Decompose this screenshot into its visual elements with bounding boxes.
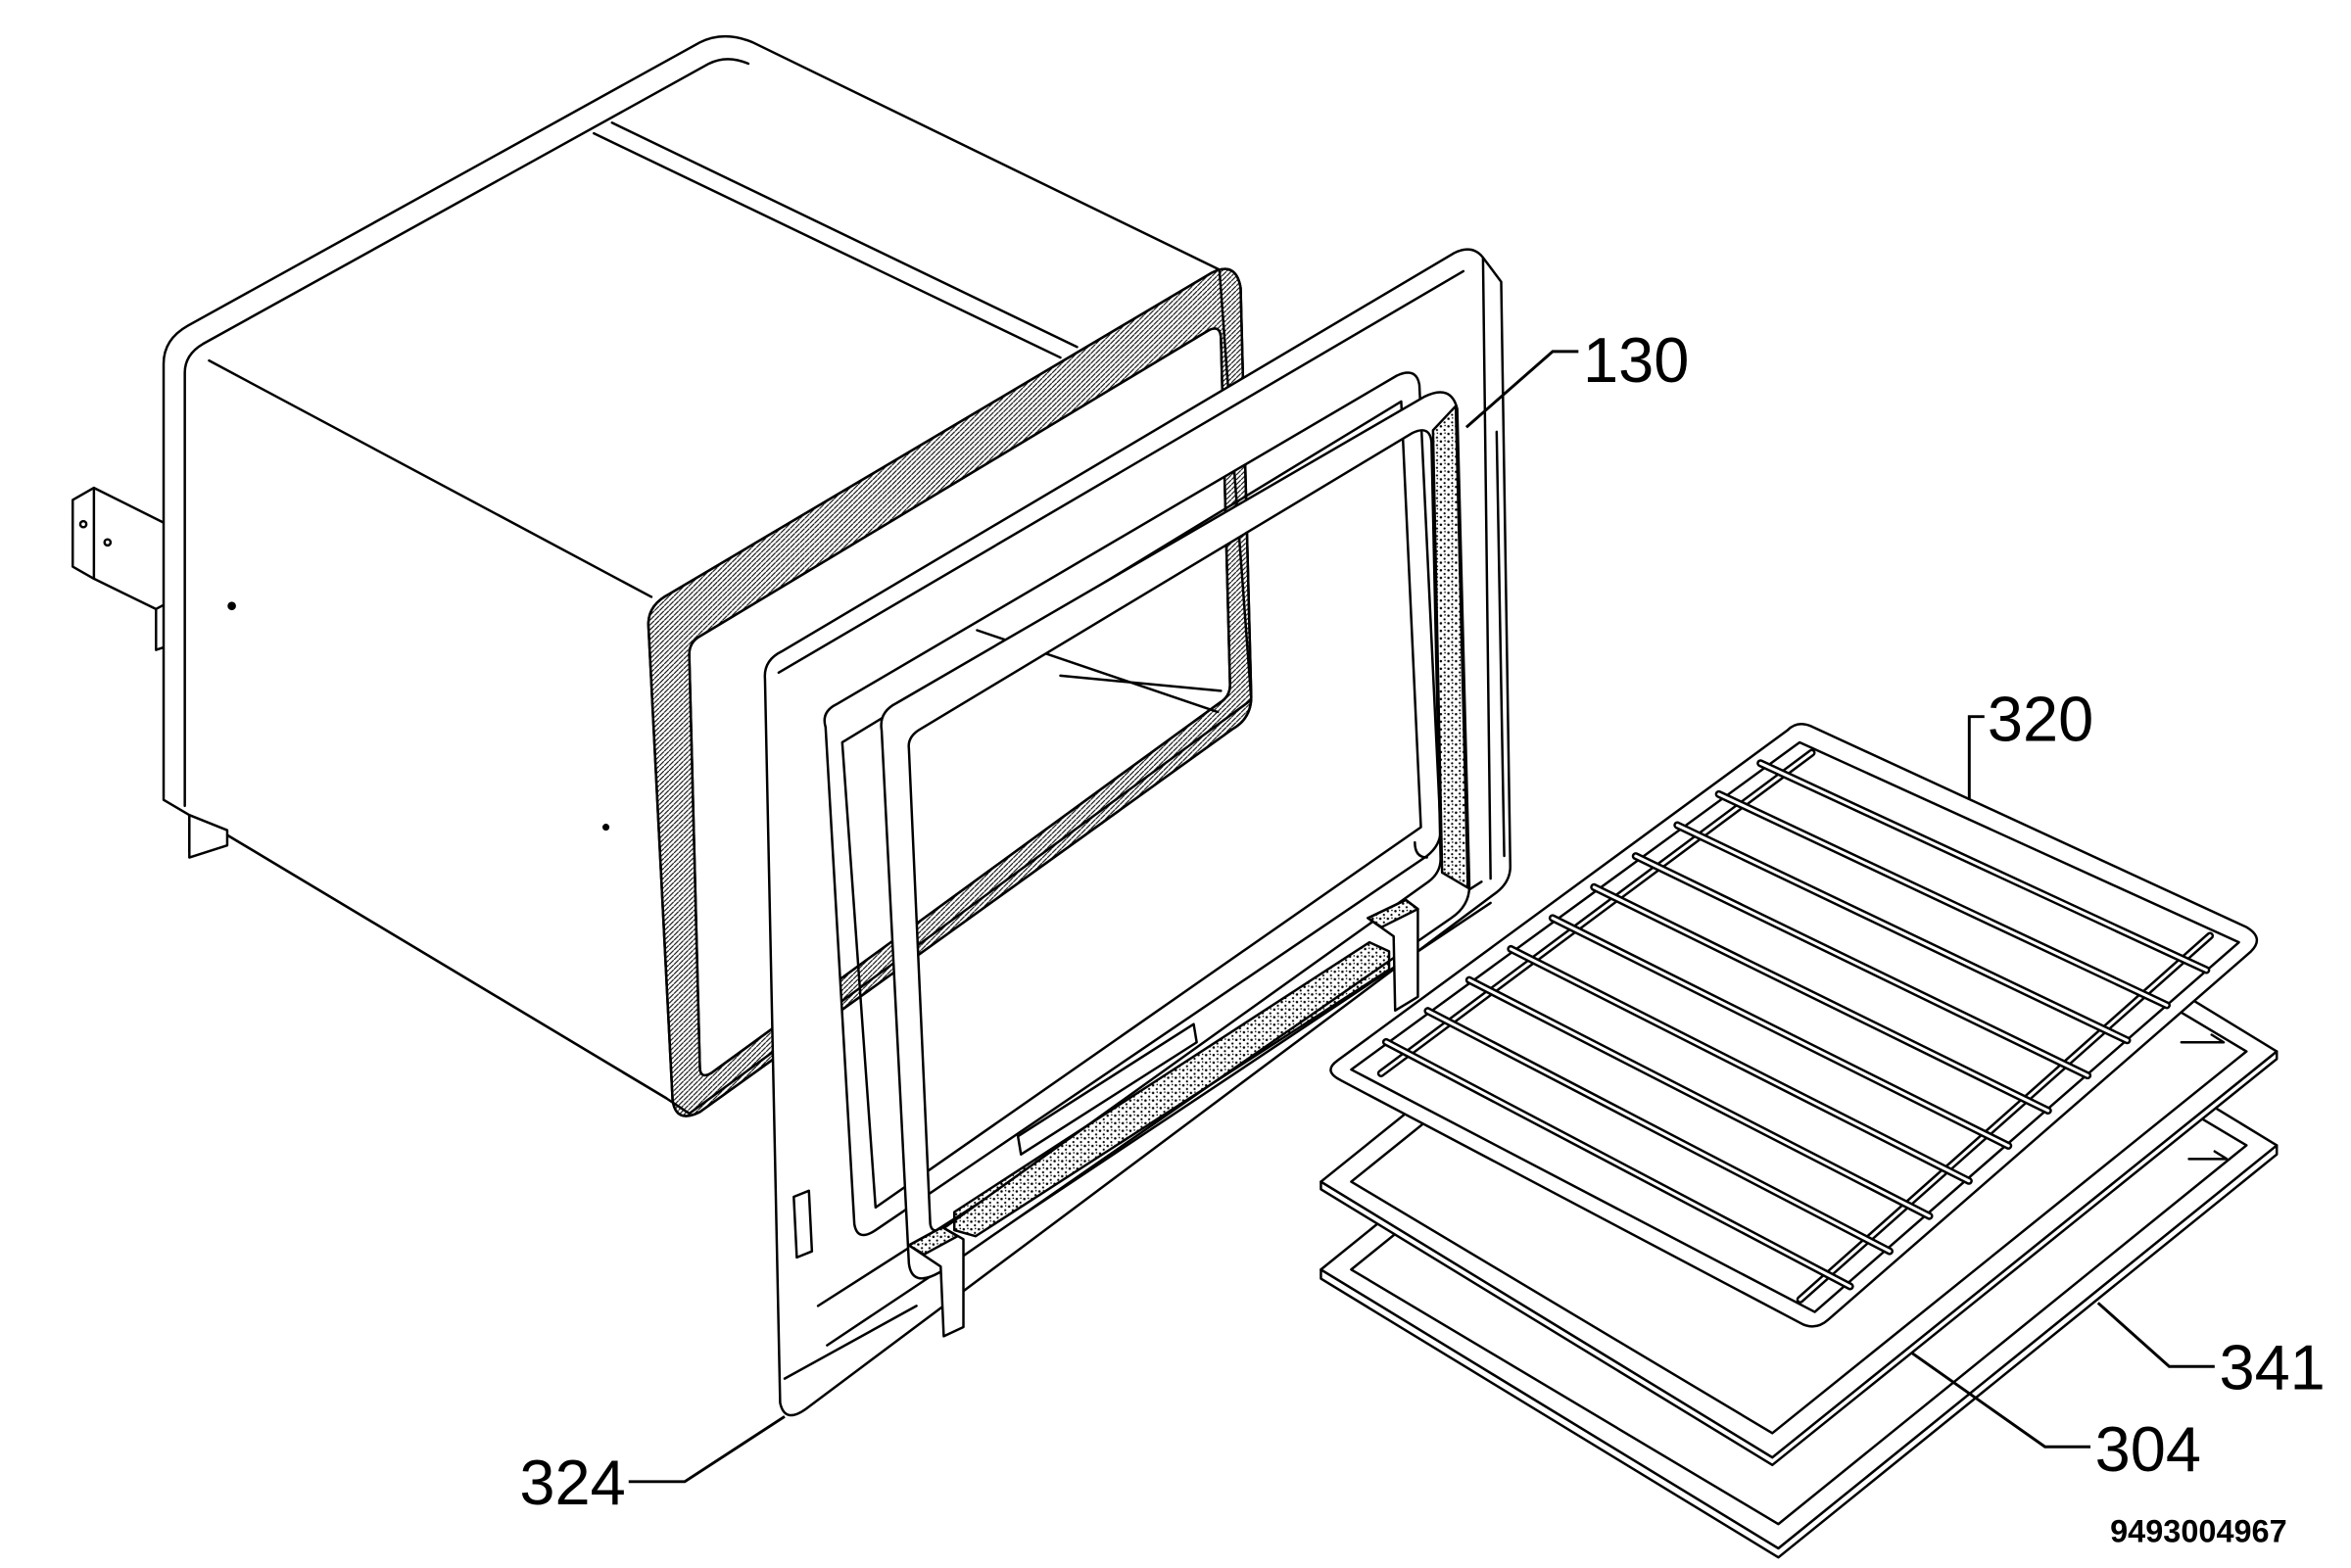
rack-bar: [1590, 882, 2052, 1116]
rack-bar: [1381, 1037, 1854, 1291]
cavity-rear-flange-inner-edge: [183, 58, 750, 808]
flange-outer-edge: [647, 267, 1253, 1117]
door-window-ledge: [840, 400, 1422, 1210]
flange-inner-edge: [688, 327, 1231, 1077]
rack-bar-core: [1384, 1040, 1852, 1288]
bracket-hole: [103, 538, 113, 547]
gasket-bottom-strip: [952, 940, 1391, 1238]
door-frame-bottom-slot: [1016, 1022, 1198, 1156]
rack-bar: [1464, 975, 1934, 1220]
rack-bar-core: [1675, 824, 2129, 1042]
rack-bar: [1631, 852, 2092, 1080]
rack-bars: [1376, 748, 2215, 1304]
gasket-left-tab-top: [907, 1225, 959, 1257]
rack-bar: [1507, 944, 1973, 1185]
rack-bar: [1673, 821, 2132, 1045]
cavity-interior-edge: [1059, 674, 1223, 692]
gasket-hook: [1414, 840, 1428, 859]
gasket-right-tab-top: [1367, 898, 1419, 928]
door-gasket: [880, 391, 1471, 1338]
rack-bar: [1756, 759, 2211, 974]
cavity-side-top-edge: [208, 358, 653, 598]
callout-leader-324: [628, 1415, 786, 1484]
rack-bar-core: [1592, 885, 2050, 1113]
rack-bar-core: [1758, 761, 2208, 973]
upper-tray-mark: [2180, 1033, 2226, 1044]
door-frame-foot: [783, 1305, 918, 1380]
lower-tray-mark: [2187, 1150, 2229, 1161]
door-frame-side-slot: [1495, 430, 1506, 858]
callout-label-320: 320: [1988, 683, 2093, 754]
wire-rack: [1329, 723, 2259, 1328]
cavity-screw-hole: [227, 601, 236, 611]
door-frame-top-rim: [777, 269, 1465, 675]
callout-label-130: 130: [1583, 324, 1689, 396]
cavity-screw-hole: [602, 824, 610, 832]
cavity-mounting-bracket: [71, 486, 180, 651]
rack-bar-core: [1717, 792, 2169, 1007]
rack-bar: [1423, 1007, 1894, 1256]
drawing-number: 9493004967: [2110, 1514, 2287, 1549]
callout-label-341: 341: [2219, 1331, 2325, 1402]
door-frame-left-slot: [792, 1189, 814, 1259]
callout-leader-341: [2096, 1302, 2215, 1368]
rack-bar-core: [1551, 916, 2010, 1148]
rack-bar-core: [1509, 947, 1971, 1183]
cavity-top-crease: [592, 121, 1079, 359]
rack-bar: [1548, 914, 2013, 1150]
rack-bar: [1714, 789, 2171, 1010]
callout-leader-320: [1967, 715, 1985, 800]
rack-bar-core: [1425, 1009, 1892, 1254]
rack-bar-core: [1634, 854, 2089, 1077]
rack-frame: [1329, 723, 2259, 1328]
callout-label-304: 304: [2095, 1413, 2201, 1485]
cavity-foot-tab: [188, 813, 229, 859]
cavity-bottom-edge: [222, 832, 668, 1100]
rack-bar-core: [1467, 978, 1932, 1218]
door-frame-side-thickness: [1481, 256, 1492, 880]
bracket-hole: [78, 519, 88, 529]
callout-label-324: 324: [519, 1447, 625, 1518]
gasket-stippled-side: [1431, 404, 1469, 889]
callout-leader-130: [1464, 350, 1579, 429]
callouts: 130 320 341 304 324 9493004967: [519, 324, 2325, 1549]
callout-leader-304: [1910, 1352, 2091, 1449]
rack-frame-inner: [1350, 740, 2240, 1313]
